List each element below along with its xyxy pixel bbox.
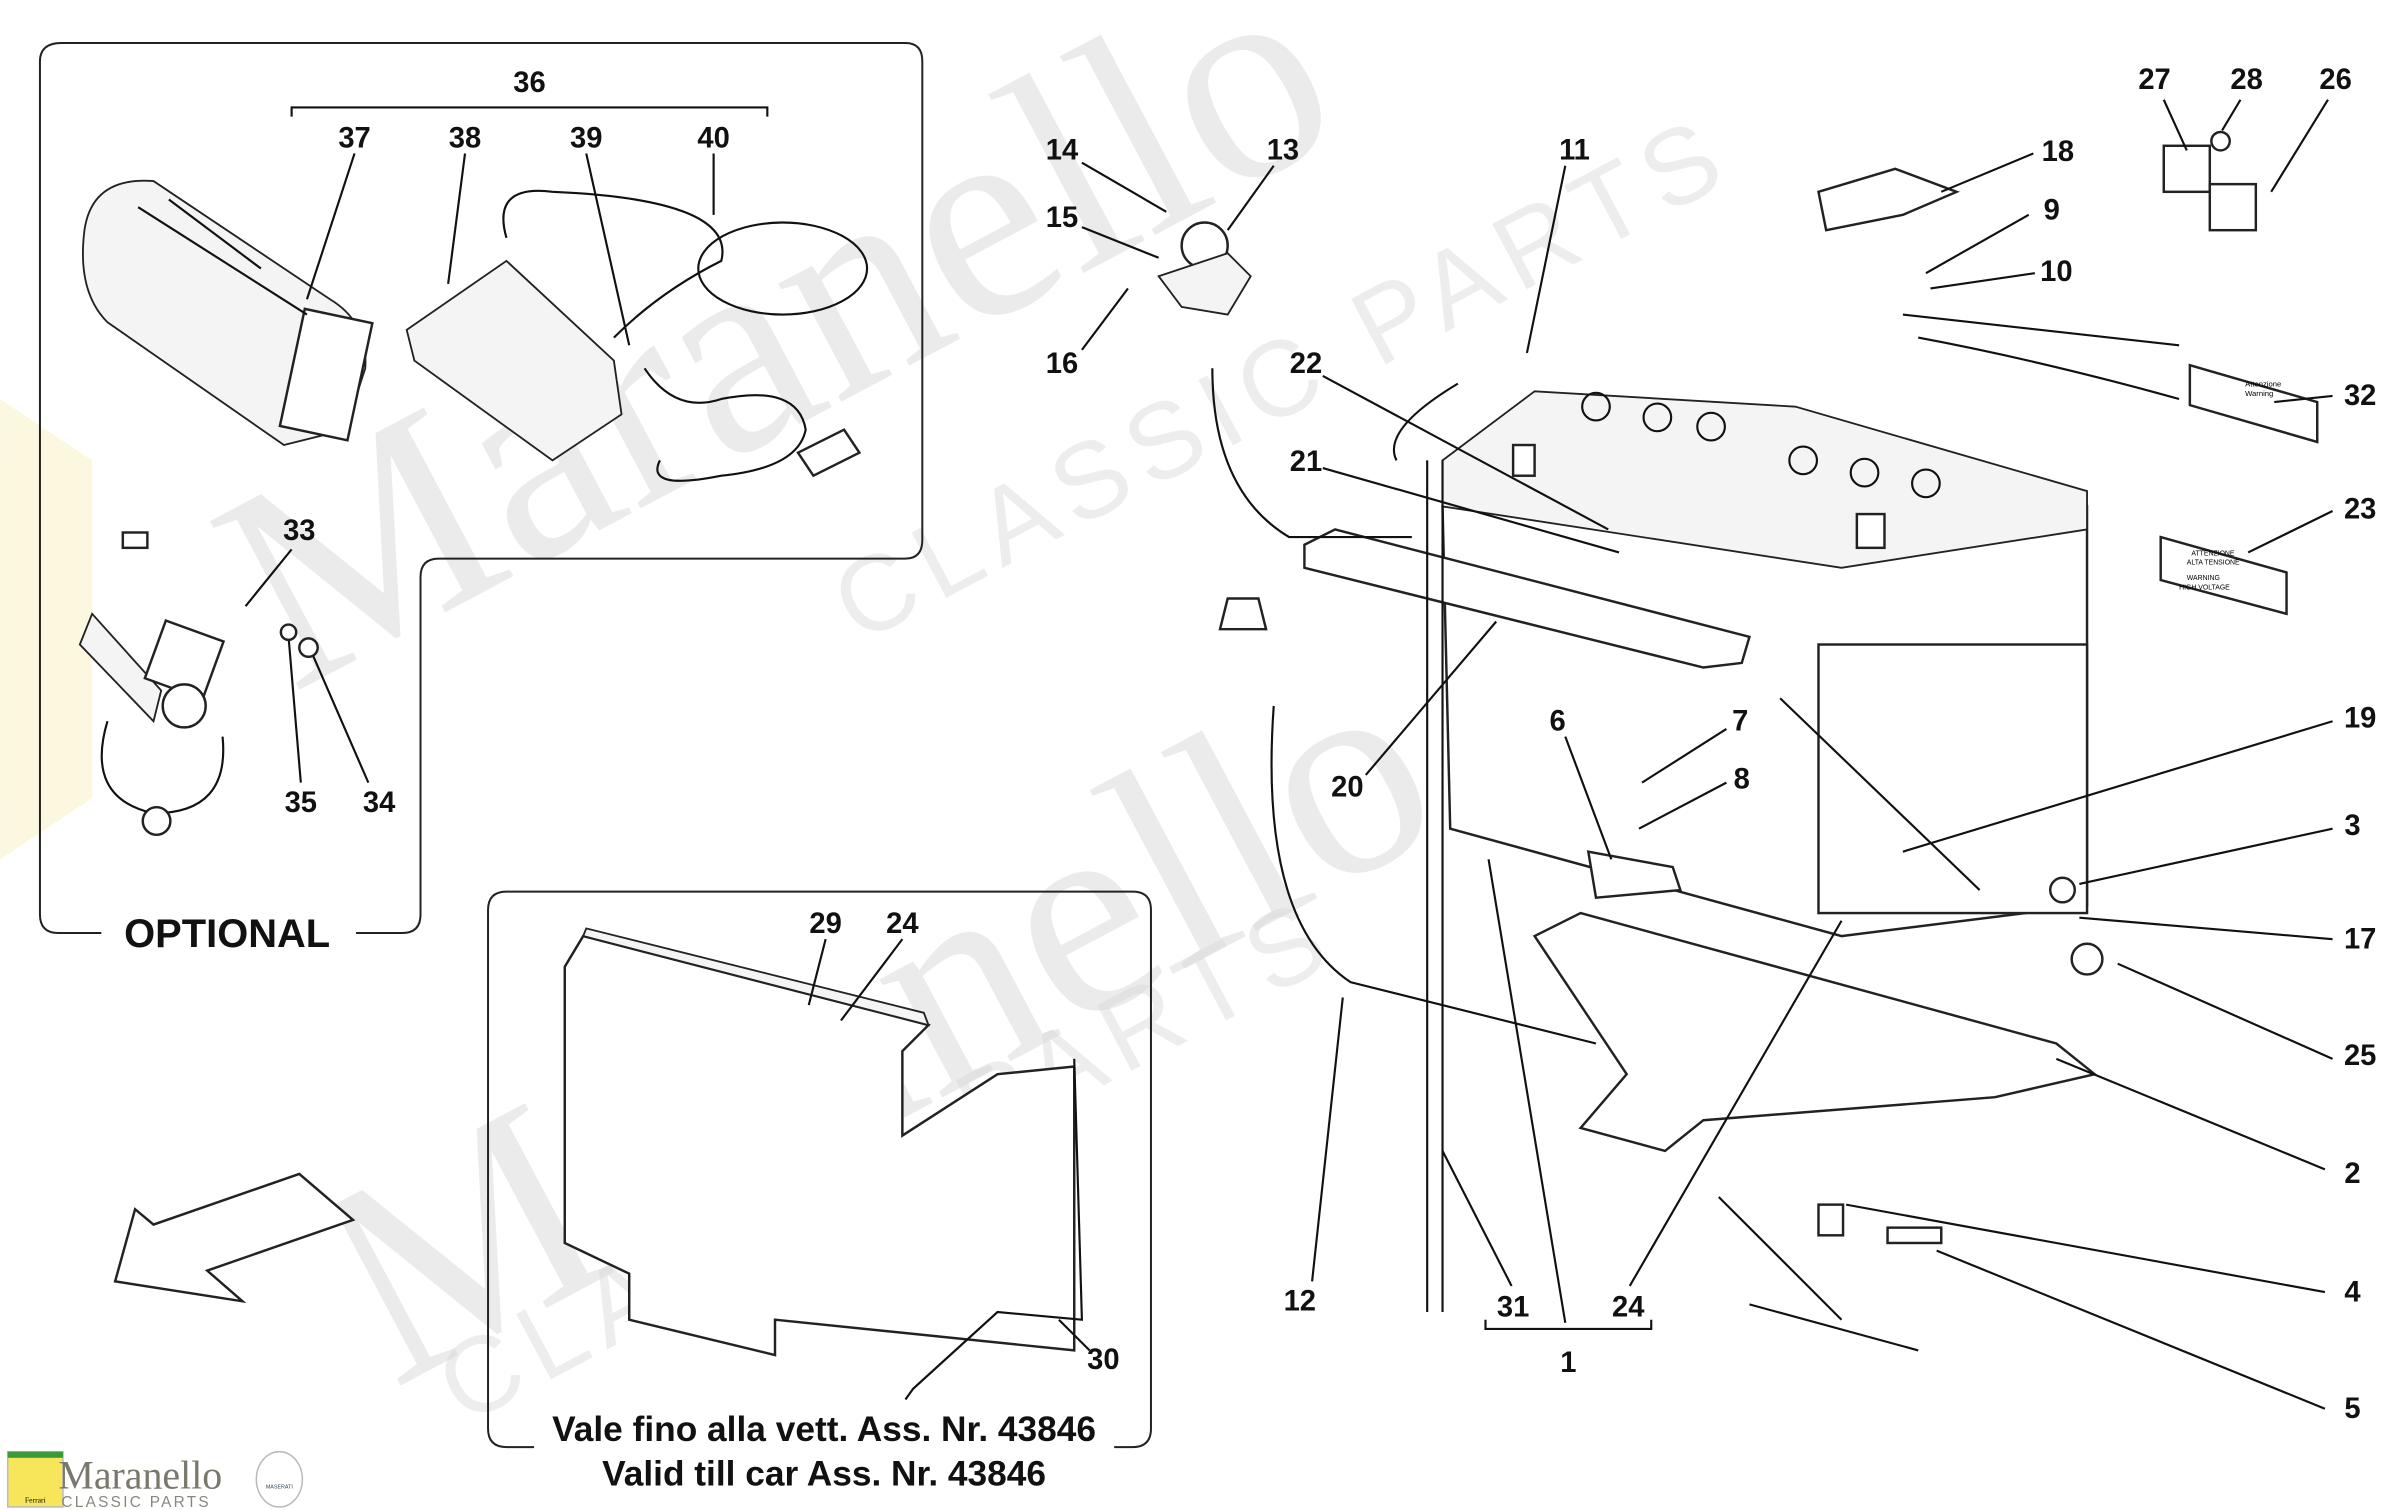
svg-text:34: 34 [363, 787, 396, 819]
callout-30: 30 [1087, 1344, 1119, 1376]
svg-text:32: 32 [2344, 380, 2376, 412]
battery-charger-bag [82, 179, 374, 447]
svg-text:4: 4 [2344, 1276, 2361, 1308]
svg-text:24: 24 [1612, 1292, 1645, 1324]
svg-text:39: 39 [570, 122, 602, 154]
svg-text:MASERATI: MASERATI [266, 1485, 293, 1491]
ferrari-shield-icon [6, 1450, 64, 1508]
svg-text:6: 6 [1550, 705, 1566, 737]
svg-text:12: 12 [1284, 1286, 1316, 1318]
svg-text:22: 22 [1290, 348, 1322, 380]
maserati-emblem-icon [255, 1450, 304, 1508]
svg-text:CLASSIC PARTS: CLASSIC PARTS [61, 1494, 210, 1510]
svg-text:15: 15 [1046, 202, 1078, 234]
svg-text:11: 11 [1559, 135, 1590, 167]
svg-text:1: 1 [1560, 1347, 1576, 1379]
svg-text:35: 35 [285, 787, 317, 819]
svg-text:31: 31 [1497, 1292, 1529, 1324]
charging-socket [78, 531, 319, 837]
svg-text:36: 36 [513, 67, 545, 99]
battery-cover [563, 927, 1084, 1401]
svg-text:Attenzione: Attenzione [2245, 380, 2281, 389]
svg-text:24: 24 [886, 908, 919, 940]
svg-text:Warning: Warning [2245, 389, 2273, 398]
svg-text:18: 18 [2042, 136, 2074, 168]
svg-text:20: 20 [1331, 771, 1363, 803]
svg-text:19: 19 [2344, 702, 2376, 734]
svg-text:14: 14 [1046, 135, 1079, 167]
svg-text:5: 5 [2344, 1393, 2360, 1425]
svg-text:17: 17 [2344, 923, 2376, 955]
svg-text:8: 8 [1734, 764, 1750, 796]
battery [1441, 390, 2089, 938]
warning-sticker-23: ATTENZIONE ALTA TENSIONE WARNING HIGH VO… [2159, 535, 2288, 616]
svg-text:9: 9 [2044, 194, 2060, 226]
svg-text:23: 23 [2344, 494, 2376, 526]
svg-text:WARNING: WARNING [2187, 575, 2220, 582]
svg-text:28: 28 [2230, 64, 2262, 96]
svg-text:29: 29 [809, 908, 841, 940]
svg-text:37: 37 [338, 122, 370, 154]
direction-arrow-icon [113, 1172, 356, 1304]
svg-text:10: 10 [2040, 256, 2072, 288]
warning-sticker-32: Attenzione Warning [2188, 363, 2319, 444]
svg-text:Ferrari: Ferrari [25, 1495, 46, 1504]
cover-note-english: Valid till car Ass. Nr. 43846 [602, 1454, 1046, 1493]
cover-note-italian: Vale fino alla vett. Ass. Nr. 43846 [552, 1410, 1096, 1449]
svg-text:2: 2 [2344, 1158, 2360, 1190]
main-callouts: 14 13 11 15 16 22 21 20 6 7 8 12 31 24 1… [1046, 64, 2377, 1425]
svg-text:21: 21 [1290, 446, 1322, 478]
svg-text:26: 26 [2319, 64, 2351, 96]
svg-text:13: 13 [1267, 135, 1299, 167]
svg-text:16: 16 [1046, 348, 1078, 380]
svg-text:27: 27 [2138, 64, 2170, 96]
battery-tray [1303, 460, 2098, 1352]
svg-text:33: 33 [283, 515, 315, 547]
battery-charger [405, 189, 869, 482]
svg-text:38: 38 [449, 122, 481, 154]
svg-text:40: 40 [697, 122, 729, 154]
svg-text:3: 3 [2344, 810, 2360, 842]
cover-panel-frame [487, 890, 1152, 1449]
svg-text:HIGH VOLTAGE: HIGH VOLTAGE [2179, 584, 2230, 591]
svg-text:Maranello: Maranello [58, 1453, 222, 1498]
svg-text:ALTA TENSIONE: ALTA TENSIONE [2187, 560, 2240, 567]
svg-text:ATTENZIONE: ATTENZIONE [2191, 551, 2235, 558]
maranello-logo: Ferrari Maranello CLASSIC PARTS MASERATI [6, 1450, 304, 1510]
optional-label: OPTIONAL [124, 912, 330, 956]
optional-panel-frame [38, 41, 924, 935]
optional-callouts: 36 37 38 39 40 33 35 34 [244, 67, 730, 819]
svg-text:25: 25 [2344, 1040, 2376, 1072]
battery-cables [1157, 130, 2258, 1245]
svg-text:7: 7 [1732, 705, 1748, 737]
